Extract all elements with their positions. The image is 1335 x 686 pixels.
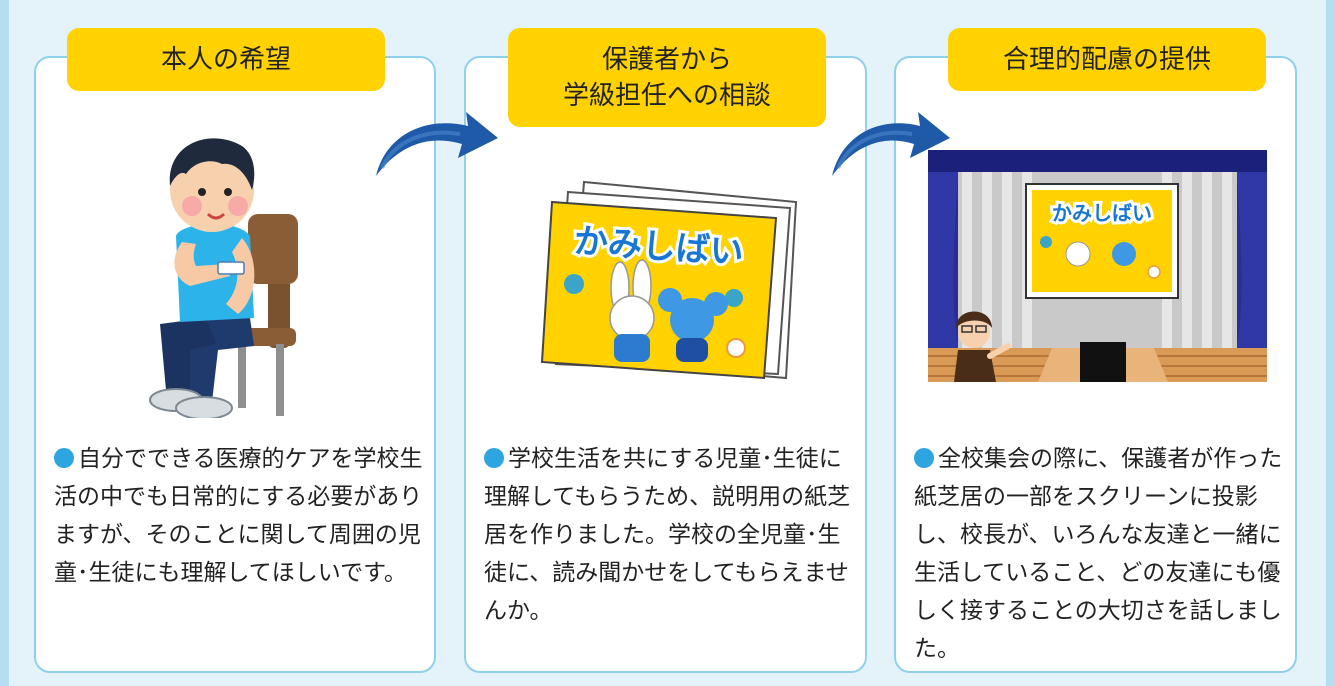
step-title-2-line-1: 保護者から <box>601 44 732 75</box>
step-title-2-line-2: 学級担任への相談 <box>562 80 771 111</box>
curved-arrow-icon-1 <box>376 112 498 176</box>
bullet-icon <box>54 448 74 468</box>
boy-on-chair-icon <box>149 138 298 418</box>
step-title-1: 本人の希望 <box>67 28 385 91</box>
bullet-icon <box>484 448 504 468</box>
stage-screen-icon: かみしばい かみしばい <box>928 150 1267 382</box>
stage-screen-title: かみしばい <box>1052 201 1152 225</box>
kamishibai-cards-icon: かみしばい かみしばい <box>540 180 798 380</box>
bullet-icon <box>914 448 934 468</box>
step-description-3: 全校集会の際に、保護者が作った紙芝居の一部をスクリーンに投影し、校長が、いろんな… <box>914 440 1284 668</box>
step-title-3-line-1: 合理的配慮の提供 <box>1002 44 1211 75</box>
step-description-2: 学校生活を共にする児童･生徒に理解してもらうため、説明用の紙芝居を作りました。学… <box>484 440 854 630</box>
curved-arrow-icon-2 <box>832 112 950 176</box>
step-description-3-text: 全校集会の際に、保護者が作った紙芝居の一部をスクリーンに投影し、校長が、いろんな… <box>914 446 1283 662</box>
step-title-2: 保護者から 学級担任への相談 <box>508 28 826 127</box>
step-description-2-text: 学校生活を共にする児童･生徒に理解してもらうため、説明用の紙芝居を作りました。学… <box>484 446 851 624</box>
step-title-1-line-1: 本人の希望 <box>160 44 291 75</box>
stage-screen-title-outline: かみしばい <box>1052 201 1152 225</box>
step-description-1: 自分でできる医療的ケアを学校生活の中でも日常的にする必要がありますが、そのことに… <box>54 440 424 592</box>
step-description-1-text: 自分でできる医療的ケアを学校生活の中でも日常的にする必要がありますが、そのことに… <box>54 446 423 586</box>
step-title-3: 合理的配慮の提供 <box>948 28 1266 91</box>
